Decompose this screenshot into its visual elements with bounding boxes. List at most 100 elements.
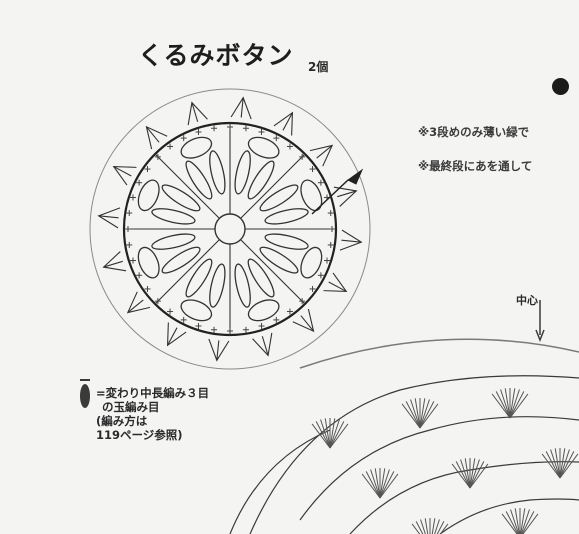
picot bbox=[191, 102, 199, 122]
fan-stitch bbox=[431, 518, 436, 534]
spoke bbox=[240, 239, 306, 305]
fan-stitch bbox=[491, 393, 511, 419]
diagram-title: くるみボタン bbox=[138, 41, 294, 70]
picot bbox=[166, 322, 187, 347]
picot bbox=[316, 145, 333, 159]
fan-stitch bbox=[541, 453, 561, 479]
petals bbox=[137, 136, 323, 322]
picot bbox=[112, 165, 137, 186]
fan-stitch bbox=[419, 398, 426, 429]
picot bbox=[98, 215, 119, 219]
picot bbox=[208, 338, 230, 362]
spoke bbox=[154, 153, 220, 219]
fan-stitch bbox=[559, 451, 575, 479]
petal bbox=[161, 246, 201, 274]
center-label: 中心 bbox=[516, 294, 538, 307]
legend-text: =変わり中長編み３目 の玉編み目 (編み方は 119ページ参照) bbox=[96, 386, 209, 442]
fan-stitch bbox=[460, 459, 471, 489]
petal bbox=[234, 150, 251, 195]
fan-stitch bbox=[419, 403, 439, 429]
petal bbox=[137, 179, 160, 212]
picot bbox=[146, 126, 160, 143]
start-arrow bbox=[311, 179, 349, 215]
petal bbox=[247, 299, 280, 322]
fan-stitch bbox=[509, 388, 516, 419]
fan-stitch bbox=[329, 418, 336, 449]
puff-stitch-symbol-icon bbox=[80, 379, 90, 408]
petal bbox=[247, 136, 280, 159]
fan-stitch bbox=[550, 449, 561, 479]
fan-stitch bbox=[559, 448, 566, 479]
picot bbox=[103, 260, 123, 268]
fan-stitch bbox=[365, 471, 381, 499]
picot bbox=[126, 291, 151, 314]
fan-stitch bbox=[509, 389, 520, 419]
picot bbox=[339, 229, 363, 251]
note-line-1: ※3段めのみ薄い緑で bbox=[418, 125, 530, 139]
fan-pattern bbox=[229, 300, 579, 534]
start-flag-icon bbox=[347, 168, 364, 185]
picot bbox=[323, 272, 348, 293]
fan-stitch bbox=[559, 453, 579, 479]
fan-stitch bbox=[405, 401, 421, 429]
spokes bbox=[124, 123, 336, 335]
petal bbox=[161, 184, 201, 212]
picot bbox=[300, 315, 314, 332]
petal bbox=[185, 258, 213, 298]
fan-stitch bbox=[419, 399, 430, 429]
fan-stitch bbox=[374, 468, 381, 499]
picot bbox=[113, 166, 132, 177]
picot bbox=[97, 207, 121, 229]
fan-stitch bbox=[379, 468, 386, 499]
diagram-count: 2個 bbox=[308, 60, 329, 74]
picot bbox=[127, 299, 144, 313]
picot bbox=[333, 186, 358, 207]
legend-line-1: =変わり中長編み３目 bbox=[96, 386, 210, 400]
picot bbox=[252, 332, 273, 357]
picot bbox=[167, 327, 178, 346]
fan-stitch bbox=[414, 398, 421, 429]
petal bbox=[264, 233, 309, 250]
fan-stitch bbox=[509, 393, 529, 419]
picot bbox=[240, 97, 244, 118]
fan-stitch bbox=[545, 451, 561, 479]
fan-stitch bbox=[554, 448, 561, 479]
fan-stitch bbox=[329, 421, 345, 449]
outer-guide-circle bbox=[89, 88, 371, 370]
petal bbox=[151, 233, 196, 250]
fan-stitch bbox=[500, 389, 511, 419]
fan-stitch bbox=[419, 401, 435, 429]
fan-stitch bbox=[469, 463, 489, 489]
fan-stitch bbox=[410, 399, 421, 429]
fan-stitch bbox=[510, 509, 520, 534]
picot bbox=[337, 190, 357, 198]
petal bbox=[247, 160, 275, 200]
fan-stitch bbox=[379, 469, 390, 499]
petal bbox=[180, 136, 213, 159]
petal bbox=[209, 150, 226, 195]
button-diagram bbox=[89, 88, 371, 370]
picot bbox=[282, 112, 293, 131]
fan-stitch bbox=[504, 388, 511, 419]
petal bbox=[151, 208, 196, 225]
legend-line-3: (編み方は bbox=[96, 414, 148, 428]
picot bbox=[328, 281, 347, 292]
petal bbox=[137, 246, 160, 279]
fan-stitch bbox=[520, 508, 526, 534]
fan-stitch bbox=[411, 523, 421, 534]
center-ring bbox=[214, 213, 246, 245]
petal bbox=[259, 246, 299, 274]
picot bbox=[273, 111, 294, 136]
petal bbox=[264, 208, 309, 225]
fan-stitch bbox=[320, 419, 331, 449]
petal bbox=[247, 258, 275, 298]
fan-stitch bbox=[424, 518, 429, 534]
fan-stitch bbox=[451, 463, 471, 489]
fan-stitch bbox=[436, 521, 445, 534]
legend-line-4: 119ページ参照) bbox=[96, 428, 183, 442]
picot bbox=[309, 144, 334, 167]
legend-line-2: の玉編み目 bbox=[102, 400, 160, 414]
picot bbox=[102, 251, 127, 272]
